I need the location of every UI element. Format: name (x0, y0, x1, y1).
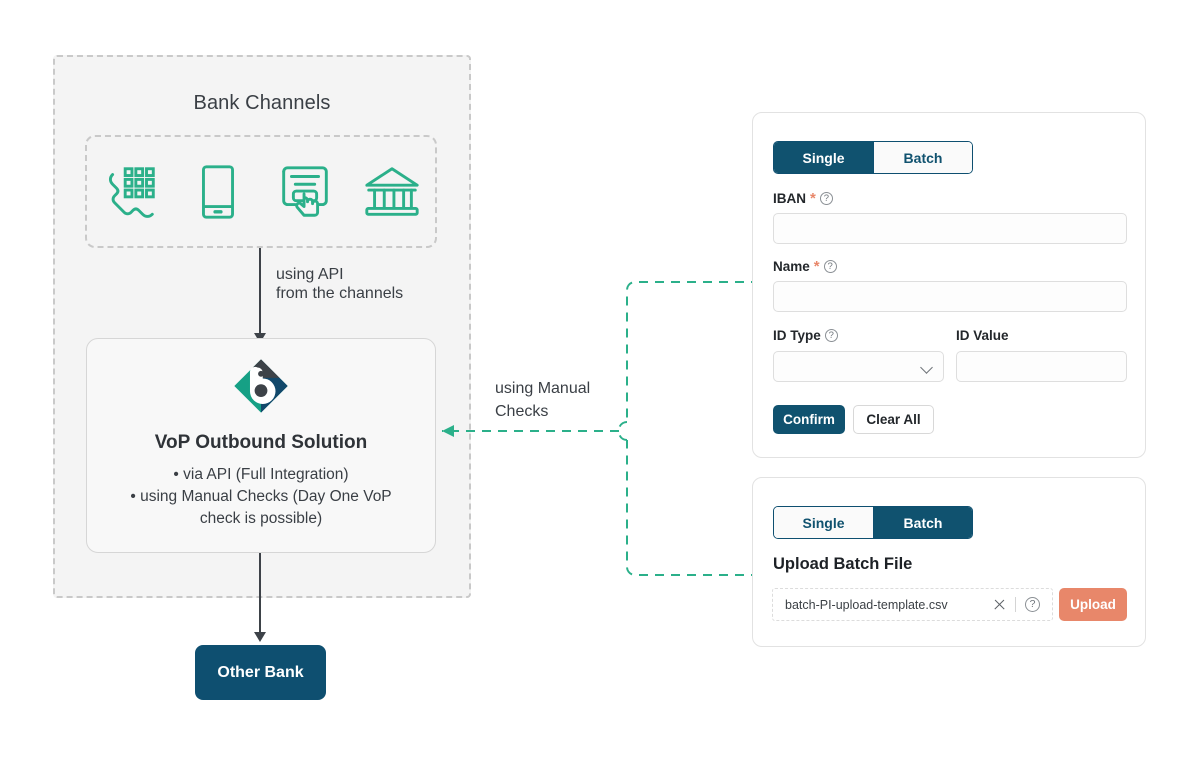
name-label-text: Name (773, 259, 810, 274)
mobile-phone-icon (201, 164, 234, 219)
iban-label: IBAN * ? (773, 191, 833, 206)
help-icon[interactable]: ? (1025, 597, 1040, 612)
id-value-label: ID Value (956, 328, 1009, 343)
id-type-select[interactable] (773, 351, 944, 382)
id-value-input[interactable] (956, 351, 1127, 382)
id-value-label-text: ID Value (956, 328, 1009, 343)
divider (1015, 597, 1016, 612)
phone-keypad-icon (108, 166, 155, 218)
iban-input[interactable] (773, 213, 1127, 244)
vop-bullet-item: check is possible) (199, 510, 323, 527)
bank-channels-icon-group (85, 135, 437, 248)
help-icon[interactable]: ? (824, 329, 838, 342)
name-label: Name * ? (773, 259, 837, 274)
uploaded-file-name: batch-PI-upload-template.csv (785, 597, 948, 612)
confirm-button[interactable]: Confirm (773, 405, 845, 434)
single-check-panel: Single Batch IBAN * ? Name * ? ID Type ?… (752, 112, 1146, 458)
toggle-option-batch[interactable]: Batch (873, 142, 972, 173)
name-input[interactable] (773, 281, 1127, 312)
toggle-option-single[interactable]: Single (774, 142, 873, 173)
close-icon[interactable] (993, 598, 1006, 611)
toggle-option-single[interactable]: Single (774, 507, 873, 538)
file-drop-field[interactable]: batch-PI-upload-template.csv ? (772, 588, 1053, 621)
id-type-label-text: ID Type (773, 328, 821, 343)
batch-upload-panel: Single Batch Upload Batch File batch-PI-… (752, 477, 1146, 647)
upload-batch-file-title: Upload Batch File (773, 555, 913, 573)
required-asterisk: * (813, 258, 820, 275)
chevron-down-icon (920, 361, 933, 374)
required-asterisk: * (810, 190, 816, 207)
help-icon[interactable]: ? (819, 192, 833, 205)
bank-logo-icon (87, 357, 435, 415)
vop-title: VoP Outbound Solution (154, 432, 368, 453)
manual-checks-connectors (442, 281, 760, 576)
manual-checks-label: using Manual Checks (495, 380, 591, 420)
toggle-option-batch[interactable]: Batch (873, 507, 972, 538)
mode-toggle-batch-panel[interactable]: Single Batch (773, 506, 973, 539)
clear-all-button[interactable]: Clear All (853, 405, 934, 434)
help-icon[interactable]: ? (823, 260, 837, 273)
vop-bullet-item: • using Manual Checks (Day One VoP (130, 488, 392, 505)
iban-label-text: IBAN (773, 191, 806, 206)
bank-branch-icon (364, 166, 419, 216)
arrow-api-label: using API from the channels (276, 266, 404, 302)
upload-button[interactable]: Upload (1059, 588, 1127, 621)
other-bank-box: Other Bank (195, 645, 326, 700)
online-banking-click-icon (281, 165, 328, 217)
vop-bullet-list: • via API (Full Integration) • using Man… (101, 464, 421, 530)
mode-toggle-single-panel[interactable]: Single Batch (773, 141, 973, 174)
vop-outbound-solution-box: VoP Outbound Solution • via API (Full In… (86, 338, 436, 553)
arrow-channels-to-vop (254, 248, 266, 343)
arrow-vop-to-other-bank (254, 553, 266, 642)
vop-bullet-item: • via API (Full Integration) (173, 466, 349, 483)
bank-channels-title: Bank Channels (193, 92, 331, 114)
id-type-label: ID Type ? (773, 328, 838, 343)
